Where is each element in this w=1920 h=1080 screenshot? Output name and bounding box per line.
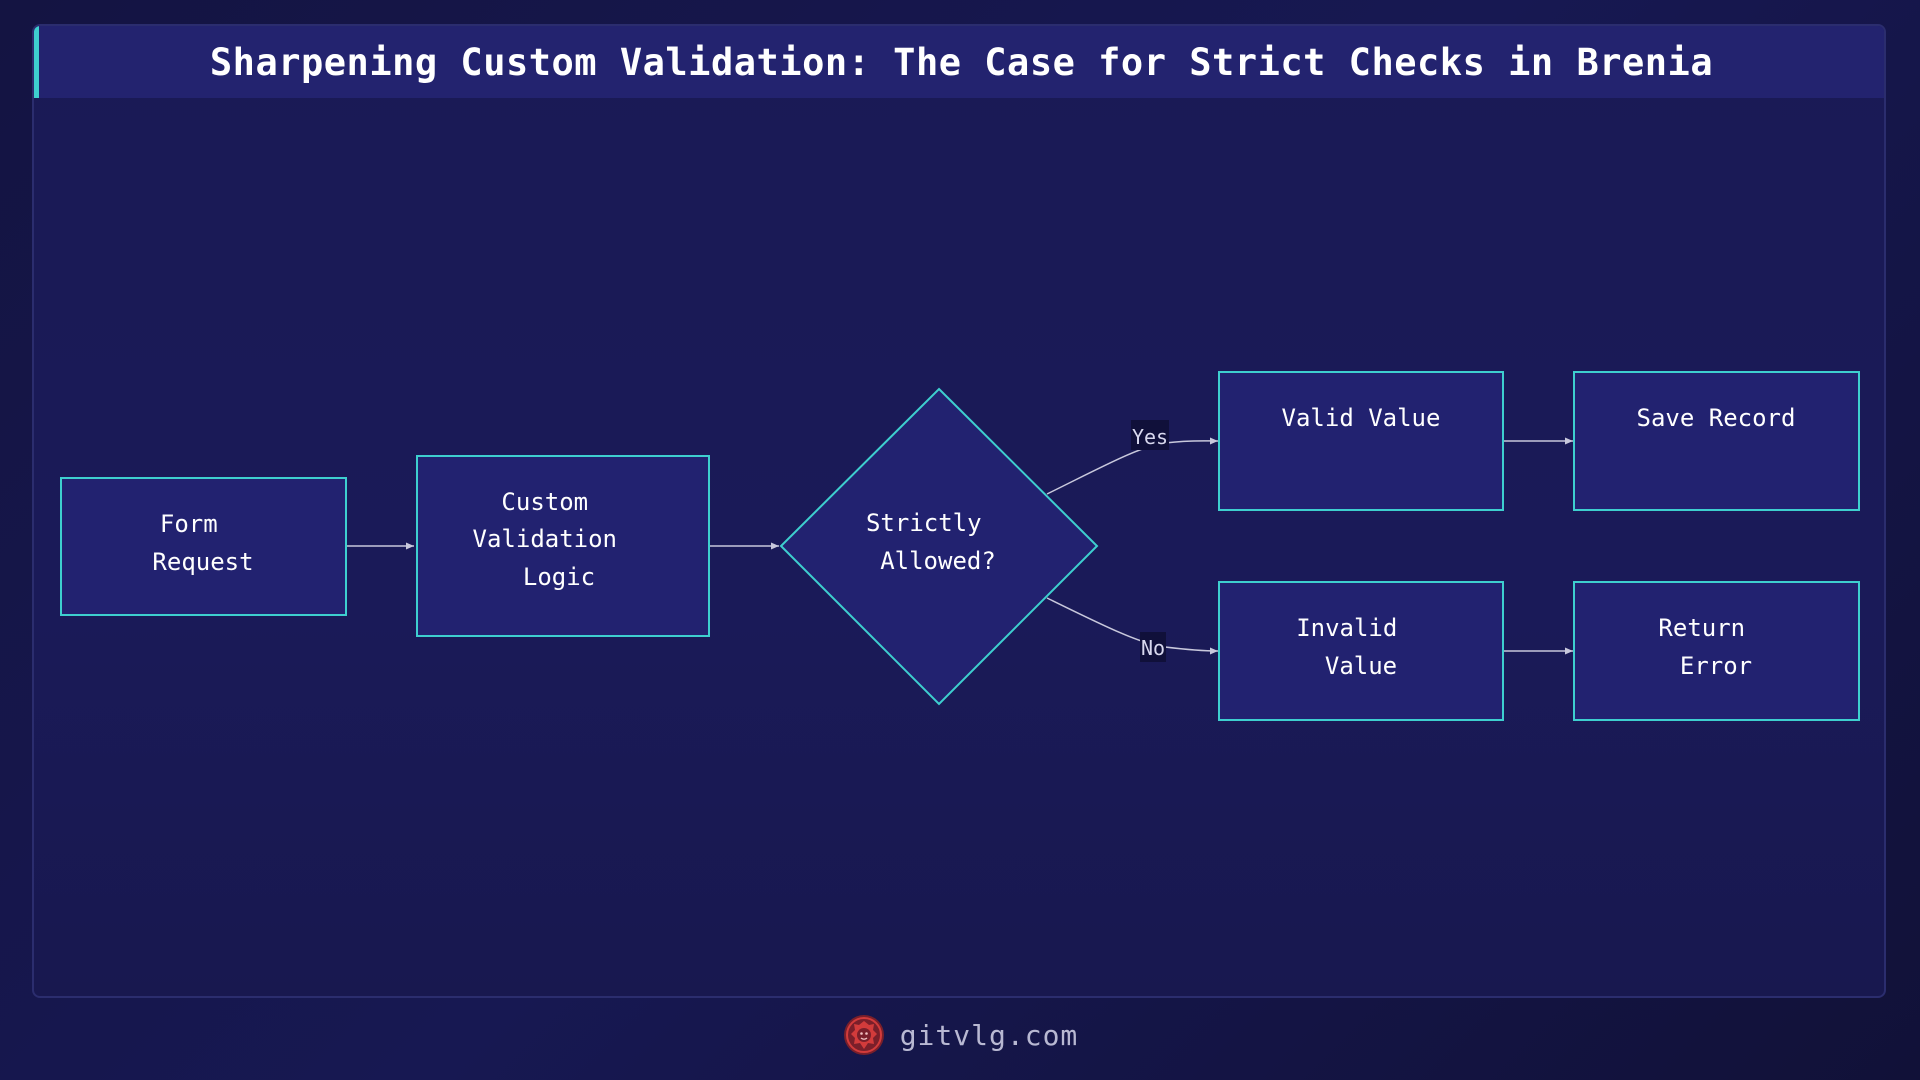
page-title: Sharpening Custom Validation: The Case f…	[209, 40, 1714, 84]
edge-label-no: No	[1140, 632, 1166, 662]
footer-site-link[interactable]: gitvlg.com	[899, 1018, 1079, 1052]
lion-logo-icon	[843, 1015, 884, 1055]
title-bar: Sharpening Custom Validation: The Case f…	[34, 26, 1884, 98]
node-invalid-value-label: Invalid Value	[1296, 614, 1412, 680]
edge-label-yes-text: Yes	[1132, 425, 1168, 449]
node-invalid-value: Invalid Value	[1218, 581, 1504, 721]
node-form-request: Form Request	[60, 477, 347, 616]
node-save-record: Save Record	[1573, 371, 1860, 511]
node-return-error: Return Error	[1573, 581, 1860, 721]
edge-decision-no	[1046, 597, 1219, 655]
node-decision-label: Strictly Allowed?	[866, 509, 996, 575]
node-valid-value: Valid Value	[1218, 371, 1504, 511]
node-decision-strictly-allowed: Strictly Allowed?	[779, 387, 1099, 706]
node-return-error-label: Return Error	[1658, 614, 1759, 680]
node-form-request-label: Form Request	[152, 510, 253, 576]
node-save-record-label: Save Record	[1637, 404, 1796, 432]
node-valid-value-label: Valid Value	[1282, 404, 1441, 432]
edge-label-no-text: No	[1141, 636, 1165, 660]
footer: gitvlg.com	[0, 1005, 1920, 1065]
node-custom-validation: Custom Validation Logic	[416, 455, 710, 637]
edge-label-yes: Yes	[1131, 420, 1169, 450]
node-custom-validation-label: Custom Validation Logic	[473, 488, 632, 591]
